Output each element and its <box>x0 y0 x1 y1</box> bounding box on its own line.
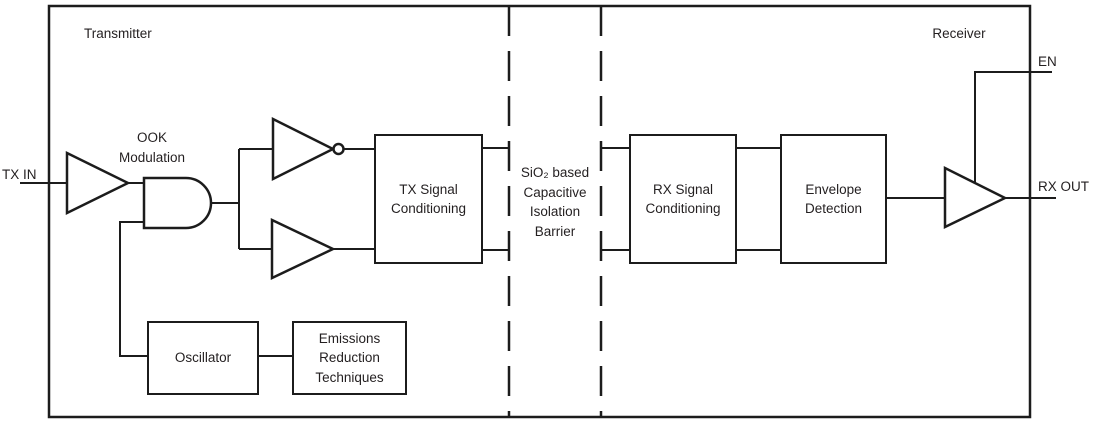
en-port-label: EN <box>1038 54 1057 69</box>
inverter-icon <box>271 116 336 182</box>
emissions-reduction-label: Emissions Reduction Techniques <box>315 330 384 385</box>
tx-signal-conditioning-block: TX Signal Conditioning <box>374 134 483 264</box>
ook-modulation-label: OOK Modulation <box>118 130 186 165</box>
inverter-bubble-icon <box>332 142 345 156</box>
oscillator-block: Oscillator <box>147 321 259 395</box>
rx-signal-conditioning-label: RX Signal Conditioning <box>645 181 721 217</box>
envelope-detection-block: Envelope Detection <box>780 134 887 264</box>
transmitter-label: Transmitter <box>84 26 152 41</box>
input-buffer-icon <box>65 150 131 216</box>
envelope-detection-label: Envelope Detection <box>804 181 863 217</box>
rx-out-port-label: RX OUT <box>1038 179 1090 194</box>
emissions-reduction-block: Emissions Reduction Techniques <box>292 321 407 395</box>
and-gate-icon <box>142 176 213 230</box>
tx-in-port-label: TX IN <box>2 167 37 182</box>
isolation-barrier-label: SiO₂ based Capacitive Isolation Barrier <box>520 165 590 239</box>
receiver-label: Receiver <box>932 26 986 41</box>
rx-signal-conditioning-block: RX Signal Conditioning <box>629 134 737 264</box>
oscillator-label: Oscillator <box>174 350 232 366</box>
oscillator-feedback-wire <box>119 221 148 357</box>
tx-signal-conditioning-label: TX Signal Conditioning <box>390 181 467 217</box>
en-wire <box>974 71 1052 183</box>
outer-border <box>47 4 1032 419</box>
buffer-icon <box>270 218 336 280</box>
